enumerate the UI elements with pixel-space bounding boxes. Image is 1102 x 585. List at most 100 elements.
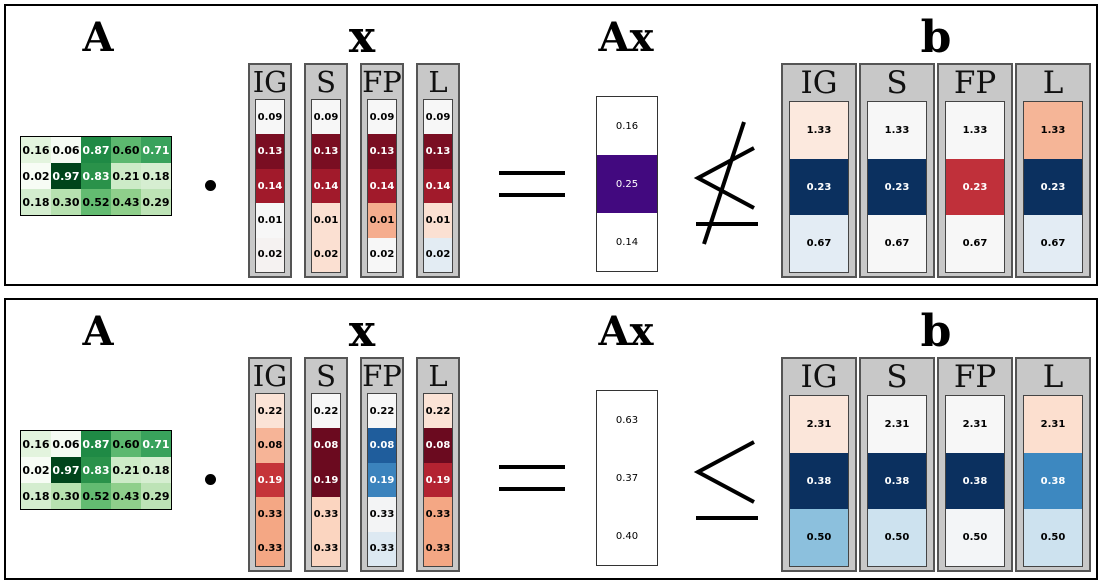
b-vector-cell: 0.38 bbox=[946, 452, 1004, 510]
b-vector-cell: 0.67 bbox=[1024, 215, 1082, 273]
x-vector-label: L bbox=[428, 65, 448, 99]
x-vector-cell: 0.01 bbox=[368, 203, 396, 238]
matrix-cell: 0.06 bbox=[51, 136, 81, 163]
Ax-cell: 0.16 bbox=[597, 97, 657, 155]
b-vector-label: L bbox=[1042, 359, 1064, 395]
header-A: A bbox=[82, 14, 114, 61]
x-vector-cell: 0.09 bbox=[256, 100, 284, 135]
matrix-cell: 0.18 bbox=[141, 163, 172, 189]
x-vector-cell: 0.09 bbox=[312, 100, 340, 135]
x-vector-cell: 0.19 bbox=[368, 462, 396, 498]
b-vector-label: FP bbox=[953, 65, 997, 101]
header-x: x bbox=[348, 12, 376, 63]
matrix-cell: 0.43 bbox=[111, 189, 141, 216]
header-b: b bbox=[920, 306, 952, 357]
x-vector-cell: 0.09 bbox=[368, 100, 396, 135]
b-vector-cell: 1.33 bbox=[1024, 102, 1082, 159]
b-vector-label: IG bbox=[800, 65, 838, 101]
Ax-cell: 0.14 bbox=[597, 213, 657, 271]
x-vector-cell: 0.02 bbox=[256, 237, 284, 273]
x-vector-label: FP bbox=[362, 359, 402, 393]
x-vector-label: S bbox=[316, 359, 336, 393]
b-vector-cell: 0.50 bbox=[868, 509, 926, 567]
matrix-cell: 0.43 bbox=[111, 483, 141, 510]
matrix-cell: 0.83 bbox=[81, 163, 111, 189]
equals-bar-bottom bbox=[499, 487, 565, 491]
matrix-cell: 0.18 bbox=[20, 483, 51, 510]
equals-bar-top bbox=[499, 465, 565, 469]
x-vector-cell: 0.09 bbox=[424, 100, 452, 135]
x-vector-cell: 0.33 bbox=[312, 531, 340, 567]
matrix-cell: 0.60 bbox=[111, 430, 141, 457]
b-vector-cell: 2.31 bbox=[790, 396, 848, 453]
x-vector-label: S bbox=[316, 65, 336, 99]
b-vector-cell: 0.50 bbox=[1024, 509, 1082, 567]
b-vector-cell: 2.31 bbox=[868, 396, 926, 453]
x-vector-cell: 0.33 bbox=[424, 497, 452, 532]
b-vector-label: S bbox=[886, 65, 908, 101]
x-vector-cell: 0.33 bbox=[368, 497, 396, 532]
matrix-cell: 0.29 bbox=[141, 483, 172, 510]
dot-product-symbol bbox=[205, 180, 216, 191]
x-vector-cell: 0.19 bbox=[312, 462, 340, 498]
x-vector-cell: 0.08 bbox=[424, 428, 452, 463]
matrix-cell: 0.30 bbox=[51, 189, 81, 216]
matrix-cell: 0.21 bbox=[111, 163, 141, 189]
x-vector-label: FP bbox=[362, 65, 402, 99]
matrix-cell: 0.60 bbox=[111, 136, 141, 163]
x-vector-cell: 0.33 bbox=[424, 531, 452, 567]
x-vector-cell: 0.33 bbox=[312, 497, 340, 532]
Ax-cell: 0.25 bbox=[597, 155, 657, 213]
matrix-cell: 0.52 bbox=[81, 189, 111, 216]
matrix-cell: 0.83 bbox=[81, 457, 111, 483]
b-vector-label: S bbox=[886, 359, 908, 395]
x-vector-cell: 0.33 bbox=[256, 531, 284, 567]
b-vector-cell: 0.23 bbox=[868, 158, 926, 216]
header-Ax: Ax bbox=[598, 14, 654, 61]
x-vector-cell: 0.13 bbox=[312, 134, 340, 169]
x-vector-cell: 0.22 bbox=[368, 394, 396, 429]
matrix-cell: 0.21 bbox=[111, 457, 141, 483]
matrix-cell: 0.06 bbox=[51, 430, 81, 457]
x-vector-cell: 0.14 bbox=[424, 168, 452, 204]
matrix-cell: 0.97 bbox=[51, 457, 81, 483]
x-vector-cell: 0.33 bbox=[256, 497, 284, 532]
matrix-cell: 0.52 bbox=[81, 483, 111, 510]
x-vector-cell: 0.01 bbox=[424, 203, 452, 238]
b-vector-cell: 1.33 bbox=[790, 102, 848, 159]
matrix-cell: 0.02 bbox=[20, 457, 51, 483]
header-Ax: Ax bbox=[598, 308, 654, 355]
matrix-cell: 0.87 bbox=[81, 136, 111, 163]
x-vector-cell: 0.02 bbox=[312, 237, 340, 273]
x-vector-cell: 0.22 bbox=[424, 394, 452, 429]
b-vector-cell: 0.23 bbox=[946, 158, 1004, 216]
leq-symbol bbox=[693, 440, 758, 520]
b-vector-cell: 0.67 bbox=[868, 215, 926, 273]
x-vector-cell: 0.08 bbox=[256, 428, 284, 463]
x-vector-cell: 0.08 bbox=[368, 428, 396, 463]
matrix-cell: 0.71 bbox=[141, 136, 172, 163]
